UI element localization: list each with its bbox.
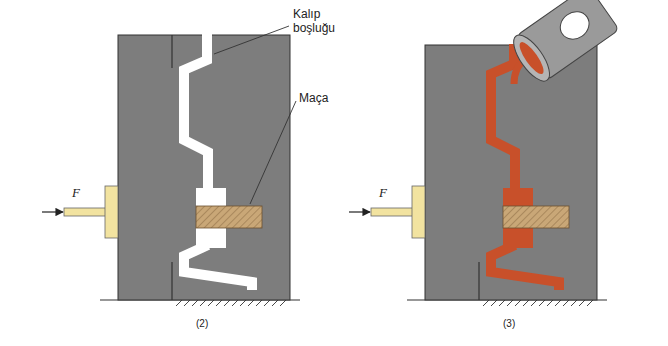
piston-rod <box>371 208 413 216</box>
mold-empty <box>42 26 300 306</box>
molten-metal <box>491 44 559 290</box>
ground-hatch <box>483 300 593 306</box>
parting-line <box>478 262 479 300</box>
force-arrow <box>349 211 370 212</box>
leader-line <box>250 101 296 204</box>
force-arrow <box>42 211 63 212</box>
ground-hatch <box>176 300 286 306</box>
step-number: (2) <box>196 318 208 330</box>
mold-cavity <box>184 34 252 290</box>
parting-line <box>171 35 172 68</box>
part-label: Maça <box>299 92 328 106</box>
sand-core <box>503 206 569 228</box>
force-symbol: F <box>379 186 387 201</box>
piston-rod <box>64 208 106 216</box>
piston-plate <box>412 186 425 238</box>
part-label: Kalıp boşluğu <box>293 8 353 36</box>
piston-plate <box>105 186 118 238</box>
ladle <box>507 0 619 87</box>
mold-block <box>425 45 597 300</box>
mold-pouring <box>349 0 619 306</box>
mold-block <box>118 35 290 300</box>
parting-line <box>171 262 172 300</box>
sand-core <box>196 206 262 228</box>
step-number: (3) <box>503 318 515 330</box>
leader-line <box>214 26 289 54</box>
force-symbol: F <box>72 186 80 201</box>
